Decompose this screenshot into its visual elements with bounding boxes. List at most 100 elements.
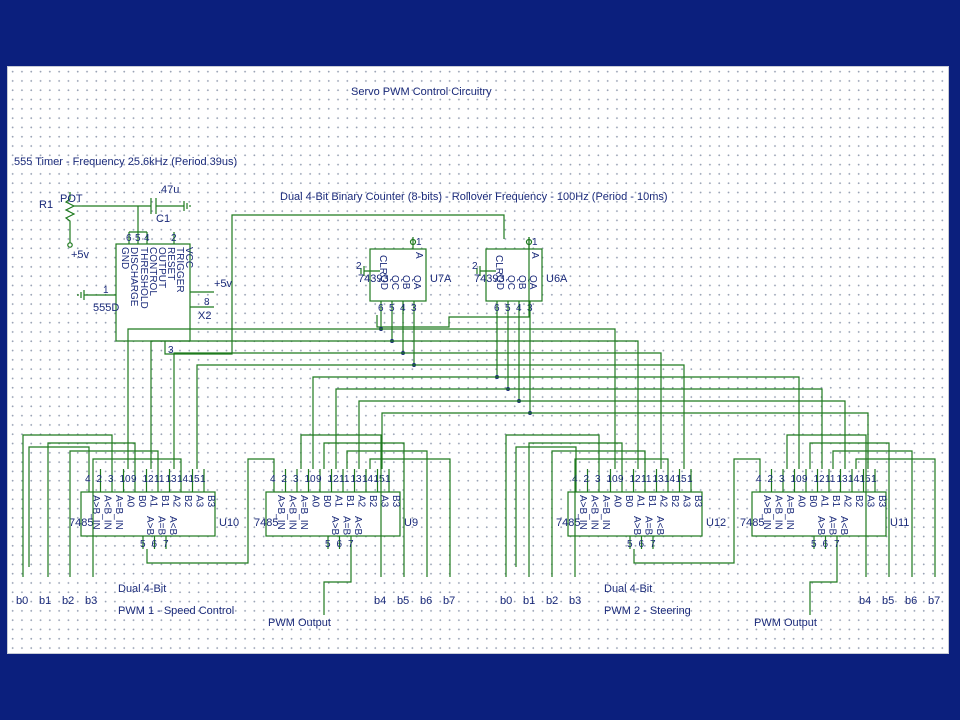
comparator-pin-label: B0 <box>807 495 818 508</box>
comparator-pin-label: B3 <box>390 495 401 508</box>
comparator-pin-number: 1 <box>687 474 693 485</box>
comparator-pin-label: A0 <box>796 495 807 508</box>
comparator-pin-number: 6 <box>823 539 829 550</box>
timer-555: X2 555D +5v VCCTRIGGERRESETOUTPUTCONTROL… <box>77 206 505 356</box>
comparator-pin-number: 1 <box>385 474 391 485</box>
comparator-pin-label: A<B <box>654 516 665 536</box>
comparator-pin-label: A1 <box>333 495 344 508</box>
timer-pin-number: 6 <box>126 233 132 244</box>
comparator-pin-label: A=B <box>156 516 167 536</box>
comparator-pin-label: A2 <box>356 495 367 508</box>
pwm-output-label: PWM Output <box>754 617 817 629</box>
timer-pin-number: 8 <box>204 297 210 308</box>
comparator-pin-label: A>B_IN <box>90 495 101 530</box>
cap-ref: C1 <box>156 213 170 225</box>
schematic-title: Servo PWM Control Circuitry <box>351 86 492 98</box>
comparator-pin-label: B1 <box>159 495 170 508</box>
comparator-pin-number: 11 <box>641 474 652 485</box>
comparator-pin-label: B3 <box>205 495 216 508</box>
comparator-ref: U11 <box>890 517 909 529</box>
comparator-pin-number: 3 <box>595 474 601 485</box>
counter-pin-number: 6 <box>494 303 500 314</box>
comparator-pin-number: 14 <box>177 474 189 485</box>
counter-bus <box>22 315 936 615</box>
comparator-pin-label: A=B <box>341 516 352 536</box>
timer-pin-label: OUTPUT <box>156 247 167 288</box>
counter-part: 74393 <box>358 273 389 285</box>
comparator-pin-number: 12 <box>630 474 642 485</box>
comparator-pin-number: 14 <box>848 474 860 485</box>
comparator-pin-number: 2 <box>584 474 590 485</box>
comparator-pin-number: 7 <box>163 539 169 550</box>
comparator-pin-number: 2 <box>97 474 103 485</box>
comparator-pin-label: A<B <box>352 516 363 536</box>
bit-label-b7: b7 <box>443 595 455 607</box>
counter-ref: U6A <box>546 273 568 285</box>
comparator-pin-number: 7 <box>650 539 656 550</box>
comparator-pin-label: A=B <box>643 516 654 536</box>
comparator-pin-number: 7 <box>834 539 840 550</box>
counter-pin-label: QD <box>378 275 389 290</box>
comparator-pin-label: A>B <box>144 516 155 536</box>
comparator-pin-number: 15 <box>860 474 872 485</box>
group-caption: PWM 2 - Steering <box>604 605 691 617</box>
bit-label-b4: b4 <box>859 595 871 607</box>
counter-pin-number: 5 <box>505 303 511 314</box>
comparator-pin-label: A<B_IN <box>102 495 113 530</box>
comparator-pin-label: A>B <box>329 516 340 536</box>
comparator-u9: 4A>B_IN2A<B_IN3A=B_IN10A09B012A111B113A2… <box>254 469 418 550</box>
comparator-pin-label: A<B <box>167 516 178 536</box>
comparator-pin-number: 1 <box>200 474 206 485</box>
counter-pin-number: 2 <box>472 261 478 272</box>
comparator-ref: U9 <box>404 517 418 529</box>
comparator-pin-number: 5 <box>140 539 146 550</box>
comparator-pin-number: 11 <box>339 474 350 485</box>
comparator-pin-label: A3 <box>194 495 205 508</box>
timer-pin-number: 2 <box>171 233 177 244</box>
comparator-pin-label: A=B_IN <box>298 495 309 530</box>
timer-pin-label: GND <box>119 247 130 269</box>
comparator-pin-label: A<B_IN <box>287 495 298 530</box>
group-name: Dual 4-Bit <box>604 583 652 595</box>
comparator-pin-label: A=B_IN <box>784 495 795 530</box>
comparator-pin-label: A>B <box>631 516 642 536</box>
comparator-pin-label: A<B_IN <box>773 495 784 530</box>
timer-note: 555 Timer - Frequency 25.6kHz (Period 39… <box>14 156 237 168</box>
comparator-pin-number: 12 <box>143 474 155 485</box>
counter-pin-number: 4 <box>516 303 522 314</box>
comparator-pin-number: 10 <box>791 474 803 485</box>
comparator-pin-number: 5 <box>325 539 331 550</box>
comparator-pin-number: 14 <box>362 474 374 485</box>
comparator-pin-label: A>B_IN <box>761 495 772 530</box>
comparator-pin-label: B2 <box>182 495 193 508</box>
comparator-pin-label: B2 <box>367 495 378 508</box>
timer-pin-label: TRIGGER <box>174 247 185 293</box>
comparator-pin-label: A>B_IN <box>275 495 286 530</box>
bit-label-b1: b1 <box>523 595 535 607</box>
counter-pin-label: A <box>413 252 424 259</box>
comparator-pin-label: A=B_IN <box>600 495 611 530</box>
timer-pin-label: CONTROL <box>147 247 158 296</box>
counter-part: 74393 <box>474 273 505 285</box>
comparator-pin-number: 6 <box>639 539 645 550</box>
comparator-pin-label: A>B <box>815 516 826 536</box>
bit-label-b2: b2 <box>62 595 74 607</box>
timer-pin-number: 4 <box>144 233 150 244</box>
comparator-pin-label: A1 <box>635 495 646 508</box>
comparator-pin-number: 14 <box>664 474 676 485</box>
bit-label-b3: b3 <box>569 595 581 607</box>
comparator-pin-number: 3 <box>108 474 114 485</box>
comparator-pin-number: 7 <box>348 539 354 550</box>
comparator-pin-number: 13 <box>351 474 363 485</box>
comparator-pin-label: B0 <box>623 495 634 508</box>
comparator-pin-label: A3 <box>681 495 692 508</box>
comparators: 4A>B_IN2A<B_IN3A=B_IN10A09B012A111B113A2… <box>69 469 909 550</box>
schematic-sheet: Servo PWM Control Circuitry 555 Timer - … <box>7 66 949 654</box>
potentiometer-r1: R1 POT +5v <box>39 192 90 261</box>
group-name: Dual 4-Bit <box>118 583 166 595</box>
comparator-u12: 4A>B_IN2A<B_IN3A=B_IN10A09B012A111B113A2… <box>556 469 726 550</box>
comparator-pin-label: A2 <box>842 495 853 508</box>
comparator-pin-label: B0 <box>136 495 147 508</box>
